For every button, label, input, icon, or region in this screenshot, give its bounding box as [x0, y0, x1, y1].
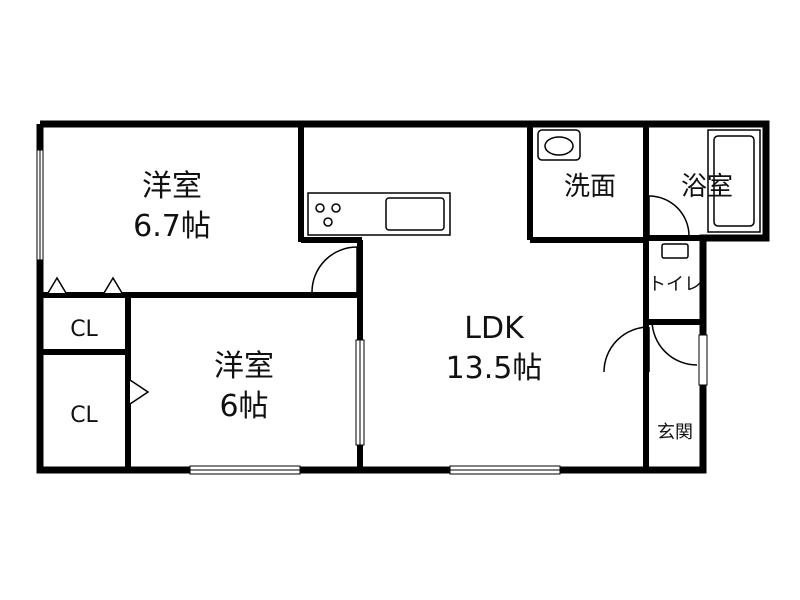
western-room-2-size: 6帖	[219, 389, 268, 424]
western-room-1-size: 6.7帖	[133, 209, 211, 244]
kitchen-counter	[307, 192, 451, 236]
toilet-fixture	[661, 243, 689, 259]
bathroom-label: 浴室	[681, 172, 733, 202]
closet-2-label: CL	[70, 403, 98, 428]
door-swings	[311, 195, 698, 373]
ldk-size: 13.5帖	[446, 351, 543, 386]
windows	[36, 149, 708, 475]
ldk-name: LDK	[464, 311, 525, 346]
western-room-1-name: 洋室	[142, 169, 202, 204]
closet-markers	[47, 276, 150, 405]
wash-basin	[537, 129, 581, 161]
closet-1-label: CL	[70, 317, 98, 342]
washroom-label: 洗面	[564, 172, 616, 202]
toilet-label: トイレ	[648, 274, 702, 295]
western-room-2-name: 洋室	[214, 349, 274, 384]
bathtub	[707, 129, 761, 233]
entrance-label: 玄関	[657, 422, 693, 443]
